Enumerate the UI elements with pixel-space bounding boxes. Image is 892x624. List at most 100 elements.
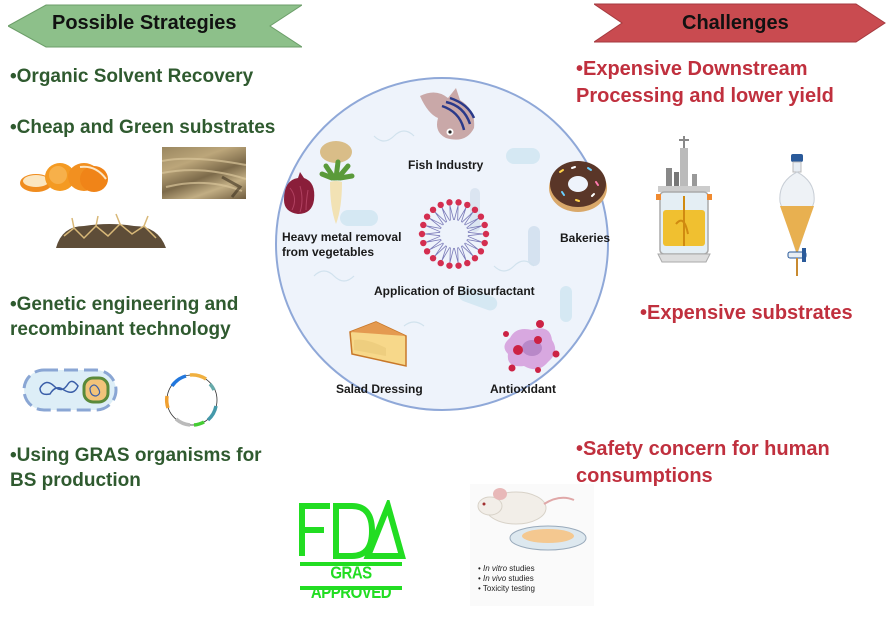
testing-item: • Toxicity testing <box>478 584 535 593</box>
surfactant-head <box>481 239 488 247</box>
fda-rule-top <box>300 562 402 566</box>
strategy-genetic-engineering: •Genetic engineering and recombinant tec… <box>10 292 238 342</box>
strategy-organic-solvent: •Organic Solvent Recovery <box>10 66 254 87</box>
label-heavy-metal-removal: Heavy metal removal from vegetables <box>282 230 401 260</box>
fda-letters-graphic <box>299 496 406 559</box>
strategy-line: recombinant technology <box>10 319 231 340</box>
challenge-line: Processing and lower yield <box>576 85 834 107</box>
surfactant-head <box>464 259 471 267</box>
surfactant-tail <box>461 243 474 257</box>
surfactant-head <box>420 221 427 229</box>
bacterium-dna-image <box>22 368 118 412</box>
cheese-icon <box>346 320 408 370</box>
donut-icon <box>548 156 610 214</box>
surfactant-tail <box>457 245 467 261</box>
testing-item: • In vivo studies <box>478 574 534 583</box>
fda-gras-approved-logo: GRAS APPROVED <box>296 496 406 603</box>
surfactant-tail <box>449 247 455 263</box>
surfactant-tail <box>457 207 467 223</box>
surfactant-head <box>471 254 479 262</box>
soil-roots-image <box>54 212 168 250</box>
surfactant-head <box>437 259 444 267</box>
vegetables-icon <box>282 138 362 228</box>
surfactant-tail <box>424 231 441 237</box>
surfactant-tail <box>429 239 444 251</box>
micelle-graphic <box>418 199 490 269</box>
surfactant-tail <box>453 205 459 221</box>
antioxidant-cell-icon <box>498 318 562 378</box>
strategy-line: BS production <box>10 470 141 491</box>
label-salad-dressing: Salad Dressing <box>336 382 423 396</box>
banner-arrow-right-shape <box>592 3 886 43</box>
challenge-downstream-processing: •Expensive Downstream Processing and low… <box>576 56 834 110</box>
surfactant-head <box>437 201 444 209</box>
challenge-line: consumptions <box>576 465 713 487</box>
banner-arrow-left-shape <box>6 4 304 48</box>
challenge-line: •Expensive Downstream <box>576 58 808 80</box>
banner-title: Challenges <box>682 12 789 34</box>
surfactant-tail <box>467 231 484 237</box>
surfactant-head <box>455 262 462 269</box>
surfactant-head <box>482 230 490 238</box>
surfactant-head <box>477 213 485 220</box>
label-antioxidant: Antioxidant <box>490 382 556 396</box>
challenges-banner: Challenges <box>592 3 886 43</box>
label-line: Heavy metal removal <box>282 230 402 244</box>
circle-background <box>275 77 609 411</box>
biosurfactant-application-circle: Fish Industry Heavy metal removal from v… <box>274 76 610 412</box>
surfactant-head <box>481 221 488 229</box>
surfactant-head <box>455 199 462 206</box>
challenge-line: •Safety concern for human <box>576 438 830 460</box>
challenge-expensive-substrates: •Expensive substrates <box>640 302 853 324</box>
surfactant-head <box>446 199 453 206</box>
separatory-funnel-icon <box>772 150 822 280</box>
label-line: from vegetables <box>282 245 375 259</box>
label-bakeries: Bakeries <box>560 231 611 245</box>
surfactant-tail <box>434 211 447 225</box>
surfactant-tail <box>466 235 482 243</box>
micelle-icon <box>418 198 490 270</box>
label-application-biosurfactant: Application of Biosurfactant <box>374 284 535 298</box>
plasmid-image <box>162 370 222 430</box>
surfactant-tail <box>426 225 442 233</box>
surfactant-tail <box>426 235 442 243</box>
label-fish-industry: Fish Industry <box>408 158 484 172</box>
surfactant-head <box>420 239 427 247</box>
surfactant-head <box>429 206 437 214</box>
surfactant-head <box>446 262 453 269</box>
surfactant-tail <box>464 217 479 229</box>
mouse-petri-dish-image <box>477 488 587 551</box>
strategy-line: •Genetic engineering and <box>10 294 239 315</box>
strategy-gras-organisms: •Using GRAS organisms for BS production <box>10 443 262 493</box>
toxicity-testing-panel: • In vitro studies • In vivo studies • T… <box>470 484 594 606</box>
testing-item: • In vitro studies <box>478 564 535 573</box>
surfactant-tail <box>434 243 447 257</box>
surfactant-head <box>464 201 471 209</box>
surfactant-head <box>471 206 479 214</box>
surfactant-tail <box>461 211 474 225</box>
strategy-cheap-substrates: •Cheap and Green substrates <box>10 117 276 138</box>
surfactant-tail <box>441 207 451 223</box>
surfactant-head <box>423 248 431 255</box>
surfactant-tail <box>466 225 482 233</box>
challenge-safety-concern: •Safety concern for human consumptions <box>576 436 830 490</box>
surfactant-head <box>423 213 431 220</box>
testing-list: • In vitro studies • In vivo studies • T… <box>478 564 535 594</box>
straw-field-image <box>161 147 247 199</box>
fda-rule-bottom <box>300 586 402 590</box>
surfactant-tail <box>429 217 444 229</box>
surfactant-head <box>429 254 437 262</box>
strategy-line: •Using GRAS organisms for <box>10 445 262 466</box>
surfactant-tail <box>449 205 455 221</box>
surfactant-head <box>477 248 485 255</box>
surfactant-tail <box>453 247 459 263</box>
banner-title: Possible Strategies <box>52 12 237 34</box>
surfactant-tail <box>441 245 451 261</box>
bioreactor-icon <box>654 134 714 264</box>
orange-peel-image <box>18 155 110 197</box>
possible-strategies-banner: Possible Strategies <box>6 4 304 48</box>
fda-gras-approved-text: GRAS APPROVED <box>310 563 392 603</box>
fish-icon <box>416 84 484 144</box>
surfactant-head <box>418 230 426 238</box>
surfactant-tail <box>464 239 479 251</box>
